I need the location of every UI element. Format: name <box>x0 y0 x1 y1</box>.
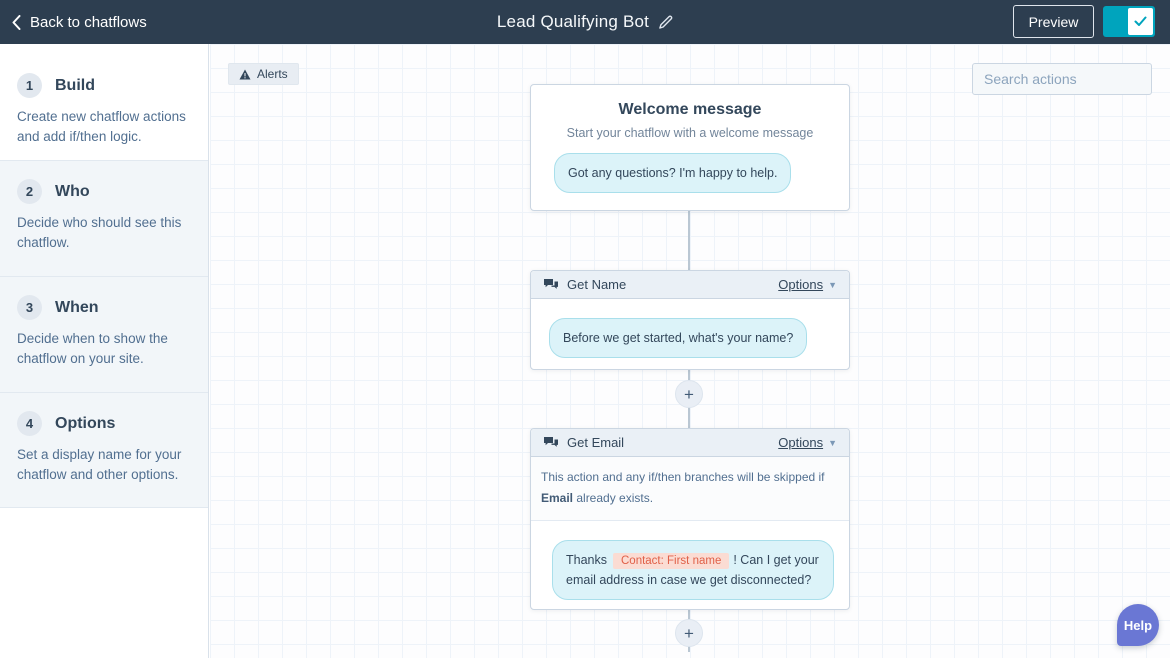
sidebar-item-build[interactable]: 1 Build Create new chatflow actions and … <box>0 55 208 171</box>
step-number-badge: 4 <box>17 411 42 436</box>
toggle-knob <box>1128 8 1153 35</box>
page-title: Lead Qualifying Bot <box>496 12 650 31</box>
card-title: Get Name <box>567 277 627 292</box>
preview-button[interactable]: Preview <box>1013 5 1094 38</box>
chat-bubbles-icon <box>543 436 559 449</box>
search-actions-box <box>972 63 1170 95</box>
back-to-chatflows-button[interactable]: Back to chatflows <box>12 0 147 44</box>
step-number-badge: 1 <box>17 73 42 98</box>
chevron-left-icon <box>12 14 21 30</box>
title-area: Lead Qualifying Bot <box>497 0 673 44</box>
pencil-icon <box>659 15 673 29</box>
section-title: Who <box>55 182 90 200</box>
welcome-message-card[interactable]: Welcome message Start your chatflow with… <box>530 84 850 211</box>
section-title: Options <box>55 414 116 432</box>
sidebar-item-when[interactable]: 3 When Decide when to show the chatflow … <box>0 276 208 392</box>
checkmark-icon <box>1134 16 1147 27</box>
section-description: Set a display name for your chatflow and… <box>17 447 182 482</box>
sidebar: 1 Build Create new chatflow actions and … <box>0 44 209 658</box>
section-description: Decide when to show the chatflow on your… <box>17 331 168 366</box>
get-name-card[interactable]: Get Name Options ▼ Before we get started… <box>530 270 850 370</box>
publish-toggle[interactable] <box>1103 6 1155 37</box>
get-name-chat-bubble[interactable]: Before we get started, what's your name? <box>549 318 808 358</box>
personalization-token[interactable]: Contact: First name <box>613 553 730 569</box>
options-button[interactable]: Options <box>778 435 824 450</box>
step-number-badge: 2 <box>17 179 42 204</box>
alerts-label: Alerts <box>257 67 288 81</box>
section-description: Create new chatflow actions and add if/t… <box>17 109 186 144</box>
add-action-button[interactable]: + <box>675 380 703 408</box>
card-title: Get Email <box>567 435 625 450</box>
skip-note-property: Email <box>541 491 574 505</box>
section-title: Build <box>55 76 95 94</box>
back-label: Back to chatflows <box>30 13 147 31</box>
card-header: Get Email Options ▼ <box>531 429 849 457</box>
step-number-badge: 3 <box>17 295 42 320</box>
chevron-down-icon: ▼ <box>828 437 837 448</box>
card-title: Welcome message <box>618 101 762 118</box>
flow-canvas: Alerts Welcome message Start your chatfl… <box>210 44 1170 658</box>
card-header: Get Name Options ▼ <box>531 271 849 299</box>
section-description: Decide who should see this chatflow. <box>17 215 182 250</box>
sidebar-item-options[interactable]: 4 Options Set a display name for your ch… <box>0 392 208 508</box>
topbar: Back to chatflows Lead Qualifying Bot Pr… <box>0 0 1170 44</box>
get-email-card[interactable]: Get Email Options ▼ This action and any … <box>530 428 850 610</box>
card-subtitle: Start your chatflow with a welcome messa… <box>566 126 814 140</box>
search-input[interactable] <box>973 71 1170 87</box>
add-action-button[interactable]: + <box>675 619 703 647</box>
options-button[interactable]: Options <box>778 277 824 292</box>
welcome-chat-bubble[interactable]: Got any questions? I'm happy to help. <box>554 153 792 193</box>
skip-condition-note: This action and any if/then branches wil… <box>531 457 849 521</box>
section-title: When <box>55 298 99 316</box>
help-button[interactable]: Help <box>1117 604 1159 646</box>
sidebar-item-who[interactable]: 2 Who Decide who should see this chatflo… <box>0 160 208 276</box>
edit-title-button[interactable] <box>659 15 673 29</box>
chat-bubbles-icon <box>543 278 559 291</box>
chevron-down-icon: ▼ <box>828 279 837 290</box>
alerts-tab[interactable]: Alerts <box>228 63 299 85</box>
warning-icon <box>239 69 251 80</box>
